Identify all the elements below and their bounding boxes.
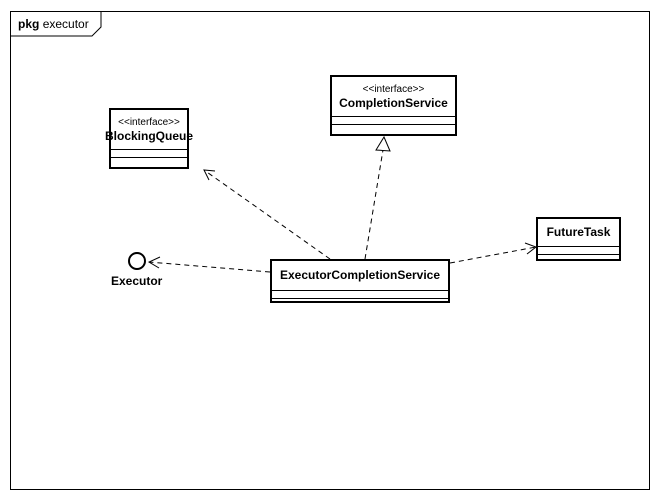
class-header: <<interface>> BlockingQueue: [105, 110, 193, 150]
class-completion-service[interactable]: <<interface>> CompletionService: [330, 75, 457, 136]
class-stereotype: <<interface>>: [362, 83, 425, 95]
class-blocking-queue[interactable]: <<interface>> BlockingQueue: [105, 108, 193, 169]
dependency-edge-executor: [147, 256, 271, 273]
interface-executor-label: Executor: [111, 274, 163, 288]
class-name: ExecutorCompletionService: [279, 268, 441, 282]
class-executor-completion-service[interactable]: ExecutorCompletionService: [270, 259, 450, 303]
class-header: FutureTask: [538, 219, 619, 247]
realization-edge-completion-service: [364, 135, 391, 260]
class-header: ExecutorCompletionService: [272, 261, 448, 291]
attributes-compartment: [272, 291, 448, 299]
operations-compartment: [332, 125, 455, 134]
package-keyword: pkg: [18, 17, 40, 31]
operations-compartment: [111, 158, 187, 167]
package-frame: [10, 11, 650, 490]
class-name: CompletionService: [339, 95, 448, 110]
operations-compartment: [538, 255, 619, 259]
class-header: <<interface>> CompletionService: [332, 77, 455, 117]
package-title: pkg executor: [18, 17, 89, 31]
attributes-compartment: [538, 247, 619, 255]
package-name: executor: [42, 17, 89, 31]
class-future-task[interactable]: FutureTask: [536, 217, 621, 261]
dependency-edge-future-task: [449, 242, 538, 264]
dependency-edge-blocking-queue: [203, 169, 331, 260]
class-name: FutureTask: [546, 225, 611, 239]
class-name: BlockingQueue: [105, 128, 194, 143]
class-stereotype: <<interface>>: [118, 116, 180, 128]
attributes-compartment: [111, 150, 187, 158]
interface-executor-circle-icon[interactable]: [128, 252, 146, 270]
operations-compartment: [272, 299, 448, 301]
attributes-compartment: [332, 117, 455, 125]
